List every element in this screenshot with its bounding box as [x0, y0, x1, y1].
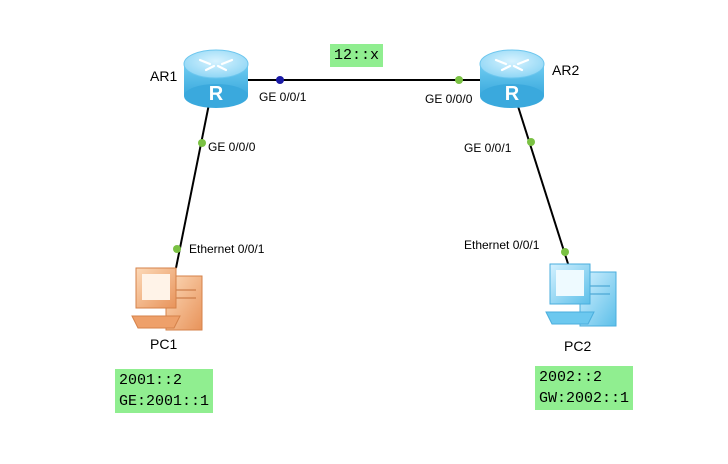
- port-dot-ar1-ge000[interactable]: [198, 139, 206, 147]
- note-link-network[interactable]: 12::x: [330, 44, 384, 67]
- pc-icon-pc1[interactable]: [131, 267, 203, 331]
- note-line: GW:2002::1: [539, 390, 630, 407]
- note-line: 12::x: [334, 47, 380, 64]
- device-label-pc1: PC1: [150, 336, 178, 352]
- note-line: GE:2001::1: [119, 393, 210, 410]
- router-icon-ar2[interactable]: R: [479, 49, 545, 108]
- svg-text:R: R: [505, 83, 520, 105]
- device-label-ar2: AR2: [552, 62, 580, 78]
- link-ar2-pc2[interactable]: [515, 99, 571, 271]
- port-dot-pc1-eth[interactable]: [173, 245, 181, 253]
- note-pc1-address[interactable]: 2001::2 GE:2001::1: [115, 369, 214, 413]
- port-label-pc2-eth: Ethernet 0/0/1: [464, 238, 540, 252]
- svg-text:R: R: [209, 83, 224, 105]
- port-dot-pc2-eth[interactable]: [561, 248, 569, 256]
- port-dot-ar1-ge001[interactable]: [276, 76, 284, 84]
- note-line: 2001::2: [119, 372, 183, 389]
- note-line: 2002::2: [539, 369, 603, 386]
- link-ar1-pc1[interactable]: [175, 103, 210, 269]
- port-dot-ar2-ge000[interactable]: [455, 76, 463, 84]
- port-label-pc1-eth: Ethernet 0/0/1: [189, 242, 265, 256]
- router-icon-ar1[interactable]: R: [183, 49, 249, 108]
- port-dot-ar2-ge001[interactable]: [527, 138, 535, 146]
- pc-icon-pc2[interactable]: [545, 263, 617, 327]
- device-label-ar1: AR1: [150, 68, 178, 84]
- port-label-ar2-ge000: GE 0/0/0: [425, 92, 473, 106]
- port-label-ar1-ge000: GE 0/0/0: [208, 140, 256, 154]
- port-label-ar1-ge001: GE 0/0/1: [259, 90, 307, 104]
- note-pc2-address[interactable]: 2002::2 GW:2002::1: [535, 366, 634, 410]
- port-label-ar2-ge001: GE 0/0/1: [464, 141, 512, 155]
- device-label-pc2: PC2: [564, 338, 592, 354]
